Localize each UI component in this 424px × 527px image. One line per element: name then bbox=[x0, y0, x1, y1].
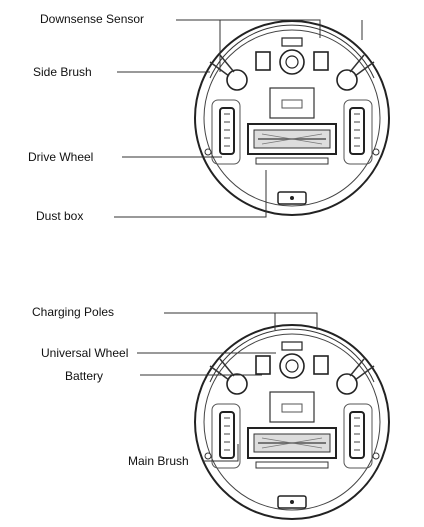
robot-top-view bbox=[194, 20, 390, 216]
label-main-brush: Main Brush bbox=[128, 454, 189, 468]
label-side-brush: Side Brush bbox=[33, 65, 92, 79]
top-leader-lines bbox=[114, 19, 363, 218]
label-dust-box: Dust box bbox=[36, 209, 84, 223]
label-drive-wheel: Drive Wheel bbox=[28, 150, 94, 164]
label-downsense-sensor: Downsense Sensor bbox=[40, 12, 145, 26]
label-universal-wheel: Universal Wheel bbox=[41, 346, 129, 360]
bottom-leader-lines bbox=[137, 312, 318, 462]
label-battery: Battery bbox=[65, 369, 104, 383]
label-charging-poles: Charging Poles bbox=[32, 305, 115, 319]
robot-bottom-view bbox=[194, 324, 390, 520]
